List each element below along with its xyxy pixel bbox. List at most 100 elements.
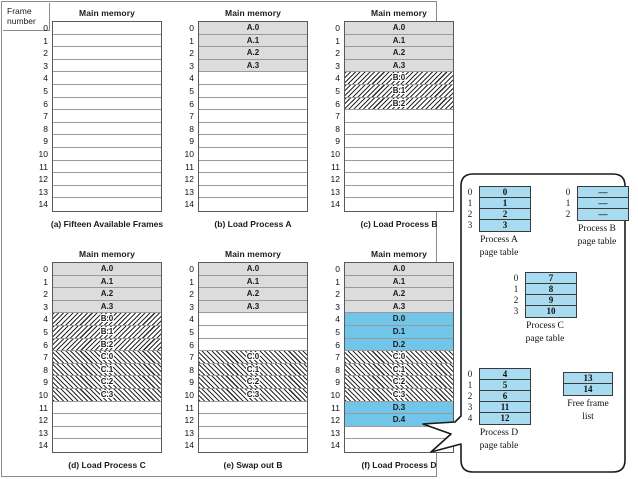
page-table-entry[interactable]: 9 <box>526 295 576 306</box>
memory-frame[interactable] <box>53 426 161 440</box>
memory-frame[interactable]: C.1 <box>53 363 161 377</box>
memory-frame[interactable]: B.1 <box>53 325 161 339</box>
memory-frame[interactable] <box>199 198 307 211</box>
memory-frame[interactable] <box>53 147 161 161</box>
page-table-entry[interactable]: 2 <box>480 209 530 220</box>
memory-frame[interactable]: A.0 <box>345 22 453 35</box>
memory-frame[interactable]: A.2 <box>345 47 453 60</box>
memory-frame[interactable] <box>199 122 307 136</box>
memory-frame[interactable]: C.1 <box>345 363 453 377</box>
memory-frame[interactable]: B.2 <box>345 97 453 111</box>
page-table-entry[interactable]: 10 <box>526 306 576 317</box>
free-frame-entry[interactable]: 14 <box>564 384 612 395</box>
memory-frame[interactable] <box>345 198 453 211</box>
memory-frame[interactable]: A.2 <box>345 288 453 301</box>
memory-frame[interactable] <box>199 313 307 326</box>
page-table-entry[interactable]: 4 <box>480 369 530 380</box>
memory-frame[interactable]: A.1 <box>199 275 307 289</box>
memory-frame[interactable] <box>53 122 161 136</box>
memory-frame[interactable]: D.0 <box>345 313 453 326</box>
memory-frame[interactable]: C.1 <box>199 363 307 377</box>
memory-frame[interactable] <box>53 22 161 35</box>
page-table-entry[interactable]: 1 <box>480 198 530 209</box>
memory-frame[interactable]: A.3 <box>345 59 453 73</box>
memory-frame[interactable] <box>199 401 307 415</box>
memory-frame[interactable] <box>345 147 453 161</box>
memory-frame[interactable]: C.2 <box>199 376 307 389</box>
memory-frame[interactable] <box>199 426 307 440</box>
memory-frame[interactable]: A.0 <box>53 263 161 276</box>
free-frame-entry[interactable]: 13 <box>564 373 612 384</box>
memory-frame[interactable]: A.1 <box>53 275 161 289</box>
memory-frame[interactable] <box>199 110 307 123</box>
memory-frame[interactable]: A.3 <box>199 59 307 73</box>
memory-frame[interactable]: A.1 <box>345 34 453 48</box>
memory-frame[interactable]: B.0 <box>53 313 161 326</box>
memory-frame[interactable]: A.1 <box>345 275 453 289</box>
memory-frame[interactable]: B.1 <box>345 84 453 98</box>
memory-frame[interactable]: B.0 <box>345 72 453 85</box>
memory-frame[interactable]: A.2 <box>199 288 307 301</box>
page-table-entry[interactable]: 8 <box>526 284 576 295</box>
memory-frame[interactable]: A.3 <box>345 300 453 314</box>
memory-frame[interactable] <box>199 147 307 161</box>
memory-frame[interactable]: B.2 <box>53 338 161 352</box>
memory-frame[interactable] <box>345 135 453 148</box>
memory-frame[interactable]: C.0 <box>53 351 161 364</box>
memory-frame[interactable]: D.1 <box>345 325 453 339</box>
memory-frame[interactable] <box>199 414 307 427</box>
page-table-entry[interactable]: 6 <box>480 391 530 402</box>
memory-frame[interactable]: A.3 <box>53 300 161 314</box>
memory-frame[interactable] <box>345 122 453 136</box>
memory-frame[interactable]: A.1 <box>199 34 307 48</box>
page-table-entry[interactable]: — <box>578 187 628 198</box>
memory-frame[interactable] <box>345 160 453 174</box>
memory-frame[interactable] <box>345 173 453 186</box>
page-table-entry[interactable]: 11 <box>480 402 530 413</box>
page-table-entry[interactable]: 5 <box>480 380 530 391</box>
memory-frame[interactable]: A.0 <box>345 263 453 276</box>
memory-frame[interactable] <box>199 439 307 452</box>
memory-frame[interactable]: A.3 <box>199 300 307 314</box>
memory-frame[interactable] <box>199 338 307 352</box>
memory-frame[interactable] <box>345 439 453 452</box>
memory-frame[interactable] <box>53 34 161 48</box>
memory-frame[interactable] <box>53 173 161 186</box>
memory-frame[interactable]: C.2 <box>345 376 453 389</box>
memory-frame[interactable] <box>53 439 161 452</box>
page-table-entry[interactable]: 12 <box>480 413 530 424</box>
memory-frame[interactable] <box>53 59 161 73</box>
memory-frame[interactable] <box>199 97 307 111</box>
memory-frame[interactable]: C.3 <box>53 388 161 402</box>
memory-frame[interactable]: D.2 <box>345 338 453 352</box>
memory-frame[interactable]: A.2 <box>199 47 307 60</box>
memory-frame[interactable]: C.0 <box>345 351 453 364</box>
memory-frame[interactable] <box>53 135 161 148</box>
memory-frame[interactable] <box>199 72 307 85</box>
page-table-entry[interactable]: — <box>578 209 628 220</box>
memory-frame[interactable] <box>345 426 453 440</box>
memory-frame[interactable] <box>53 97 161 111</box>
memory-frame[interactable] <box>199 173 307 186</box>
page-table-entry[interactable]: 3 <box>480 220 530 231</box>
memory-frame[interactable] <box>345 185 453 199</box>
memory-frame[interactable] <box>53 401 161 415</box>
memory-frame[interactable] <box>53 72 161 85</box>
memory-frame[interactable] <box>199 84 307 98</box>
memory-frame[interactable] <box>53 198 161 211</box>
memory-frame[interactable] <box>53 47 161 60</box>
memory-frame[interactable] <box>53 110 161 123</box>
memory-frame[interactable]: C.0 <box>199 351 307 364</box>
memory-frame[interactable] <box>53 185 161 199</box>
memory-frame[interactable] <box>199 325 307 339</box>
memory-frame[interactable]: A.2 <box>53 288 161 301</box>
memory-frame[interactable] <box>53 160 161 174</box>
page-table-entry[interactable]: 7 <box>526 273 576 284</box>
memory-frame[interactable]: C.2 <box>53 376 161 389</box>
page-table-entry[interactable]: 0 <box>480 187 530 198</box>
memory-frame[interactable] <box>199 185 307 199</box>
memory-frame[interactable] <box>199 160 307 174</box>
memory-frame[interactable]: A.0 <box>199 263 307 276</box>
memory-frame[interactable] <box>345 110 453 123</box>
memory-frame[interactable]: A.0 <box>199 22 307 35</box>
